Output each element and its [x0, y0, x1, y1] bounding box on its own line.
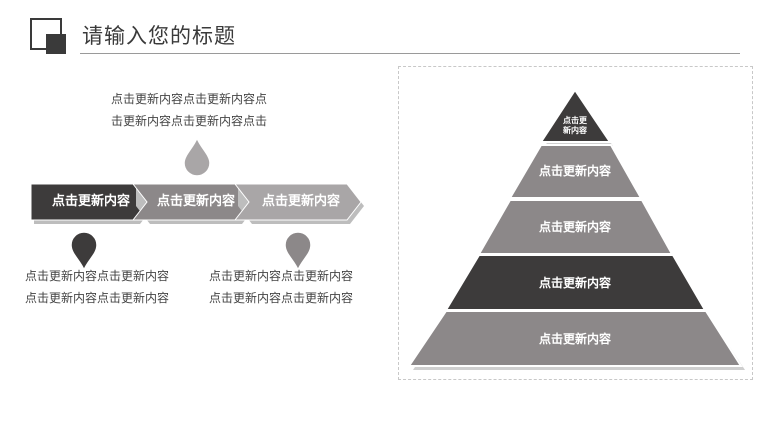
drop-pin-top-icon: [183, 136, 211, 176]
process-step-1-shape: [30, 183, 154, 224]
pyramid-panel: [398, 66, 753, 380]
page-title: 请输入您的标题: [82, 24, 236, 48]
process-step-1-label: 点击更新内容: [51, 194, 130, 209]
pyramid-level-1-label: 点击更 新内容: [555, 116, 595, 136]
logo-mark: [30, 18, 68, 56]
top-text-line: 击更新内容点击更新内容点击: [111, 114, 268, 128]
process-step-3-label: 点击更新内容: [261, 194, 340, 209]
pyramid-level-1: [539, 88, 612, 143]
pyramid-level-4-label: 点击更新内容: [538, 276, 611, 290]
bottom-left-text-line: 点击更新内容点击更新内容: [25, 291, 170, 305]
bottom-right-text-line: 点击更新内容点击更新内容: [209, 269, 354, 283]
bottom-right-text-line: 点击更新内容点击更新内容: [209, 291, 354, 305]
pyramid-level-5-label: 点击更新内容: [538, 332, 611, 346]
drop-pin-right-icon: [284, 231, 312, 272]
pyramid-level-2-label: 点击更新内容: [538, 164, 611, 178]
bottom-right-text-block: 点击更新内容点击更新内容 点击更新内容点击更新内容: [209, 265, 353, 309]
process-step-3-shape: [233, 183, 364, 224]
pyramid-level-1-label-line1: 点击更: [563, 116, 587, 125]
pyramid-diagram: [407, 88, 745, 370]
drop-pin-left-icon: [70, 231, 98, 272]
bottom-left-text-line: 点击更新内容点击更新内容: [25, 269, 170, 283]
bottom-left-text-block: 点击更新内容点击更新内容 点击更新内容点击更新内容: [25, 265, 169, 309]
top-text-line: 点击更新内容点击更新内容点: [111, 92, 268, 106]
process-step-3: 点击更新内容: [233, 183, 365, 224]
pyramid-level-5: [407, 310, 743, 367]
logo-square-filled: [46, 34, 66, 54]
process-step-1: 点击更新内容: [30, 183, 161, 224]
process-step-2-label: 点击更新内容: [156, 194, 235, 209]
pyramid-level-1-label-line2: 新内容: [563, 126, 587, 135]
top-text-block: 点击更新内容点击更新内容点 击更新内容点击更新内容点击: [111, 88, 267, 132]
pyramid-level-3-label: 点击更新内容: [538, 220, 611, 234]
pyramid-level-2: [508, 144, 643, 199]
title-divider: [80, 53, 740, 54]
